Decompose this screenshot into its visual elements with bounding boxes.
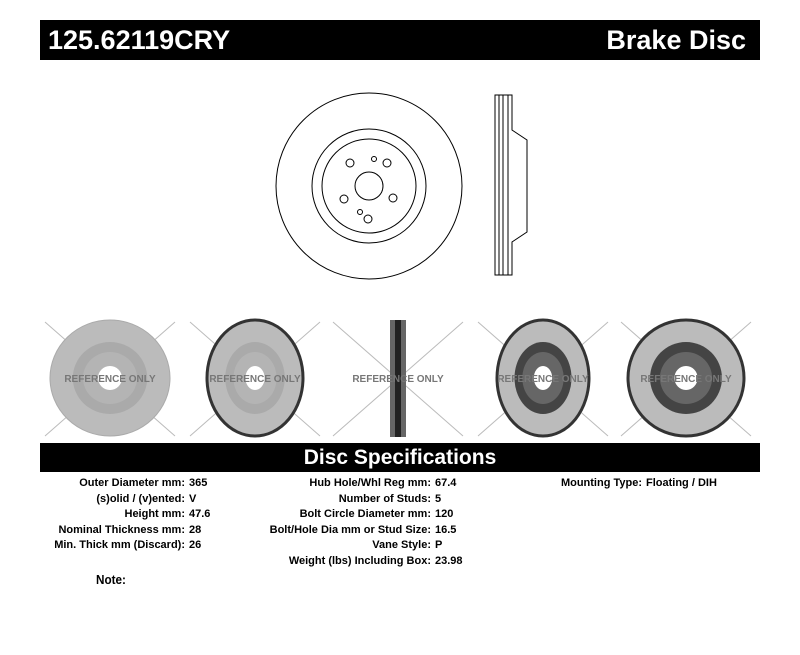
product-type: Brake Disc [606,25,746,55]
disc-photo-view-2: REFERENCE ONLY [189,318,321,438]
spec-value: 67.4 [435,477,457,489]
spec-value: 23.98 [435,554,463,567]
spec-value: 16.5 [435,523,457,536]
watermark-text: REFERENCE ONLY [209,374,301,385]
disc-front-drawing [275,92,463,280]
header-bar: 125.62119CRY Brake Disc [40,20,760,60]
disc-drawings: REFERENCE ONLY REFERENCE ONLY REFERENCE ON… [44,92,752,438]
spec-value: 5 [435,492,442,505]
spec-label: Hub Hole/Whl Reg mm: [309,477,431,489]
watermark-text: REFERENCE ONLY [640,374,732,385]
spec-label: (s)olid / (v)ented: [96,492,185,505]
spec-label: Bolt/Hole Dia mm or Stud Size: [269,523,431,536]
disc-photo-view-4: REFERENCE ONLY [477,318,609,438]
spec-title: Disc Specifications [40,443,760,472]
disc-photo-view-1: REFERENCE ONLY [44,319,176,437]
watermark-text: REFERENCE ONLY [497,374,589,385]
spec-value: 47.6 [189,508,211,520]
spec-value: Floating / DIH [646,477,717,489]
spec-label: Bolt Circle Diameter mm: [299,508,431,520]
spec-label: Weight (lbs) Including Box: [288,554,431,567]
spec-value: 365 [189,477,208,489]
spec-label: Vane Style: [372,539,431,551]
watermark-text: REFERENCE ONLY [64,374,156,385]
disc-photo-view-3: REFERENCE ONLY [332,320,464,437]
part-number: 125.62119CRY [48,25,231,55]
disc-photo-view-5: REFERENCE ONLY [620,318,752,438]
spec-value: P [435,539,443,551]
spec-value: 26 [189,539,202,551]
spec-label: Nominal Thickness mm: [58,523,185,536]
spec-value: 120 [435,508,454,520]
watermark-text: REFERENCE ONLY [352,374,444,385]
disc-side-profile [494,94,528,276]
spec-label: Number of Studs: [338,492,431,505]
spec-label: Height mm: [124,508,186,520]
spec-value: 28 [189,523,202,536]
spec-value: V [189,492,197,505]
spec-label: Mounting Type: [560,477,642,489]
spec-label: Min. Thick mm (Discard): [54,539,185,551]
spec-label: Outer Diameter mm: [79,477,185,489]
note-label: Note: [96,572,126,587]
